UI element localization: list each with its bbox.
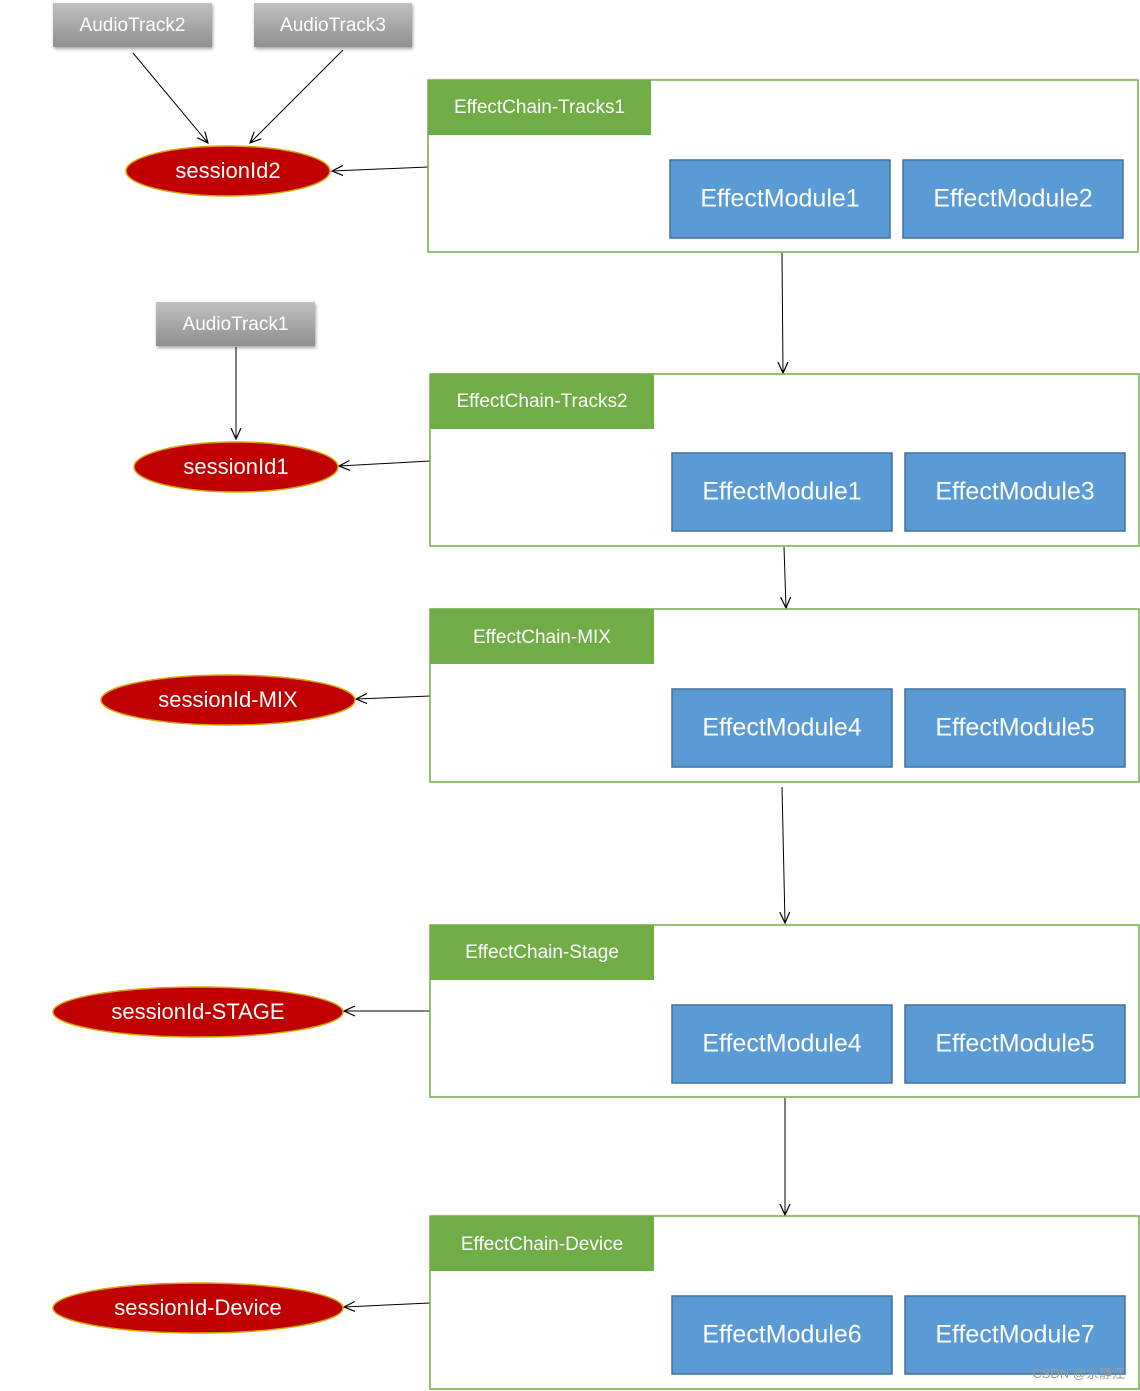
effect-chain-title: EffectChain-Device: [461, 1234, 623, 1255]
audio-track-3: AudioTrack3: [254, 3, 412, 47]
session-device: sessionId-Device: [52, 1282, 344, 1334]
effect-module-label: EffectModule3: [935, 478, 1094, 506]
effect-module: EffectModule2: [902, 159, 1124, 239]
arrow-tracks1-to-tracks2: [782, 252, 783, 373]
arrow-track2-to-session2: [132, 52, 208, 143]
effect-chain-title: EffectChain-Stage: [465, 942, 619, 963]
arrow-track3-to-session2: [250, 49, 344, 143]
session-ellipse: [125, 145, 331, 197]
audio-track-label: AudioTrack2: [80, 15, 186, 36]
effect-module-label: EffectModule2: [933, 185, 1092, 213]
audio-track-label: AudioTrack3: [280, 15, 386, 36]
effect-module-label: EffectModule5: [935, 714, 1094, 742]
session-mix: sessionId-MIX: [100, 674, 356, 726]
effect-chain-mix: EffectChain-MIX EffectModule4 EffectModu…: [429, 608, 1140, 783]
session-stage: sessionId-STAGE: [52, 986, 344, 1038]
audio-track-box: [254, 3, 412, 47]
effect-module: EffectModule7: [904, 1295, 1126, 1375]
effect-module-label: EffectModule5: [935, 1030, 1094, 1058]
effect-module-box: [904, 1295, 1126, 1375]
effect-chain-tracks2: EffectChain-Tracks2 EffectModule1 Effect…: [429, 373, 1140, 547]
arrow-device-to-session-device: [344, 1303, 431, 1307]
effect-module-box: [669, 159, 891, 239]
effect-module-box: [671, 452, 893, 532]
effect-module-label: EffectModule7: [935, 1321, 1094, 1349]
arrow-mix-to-stage: [782, 786, 785, 923]
arrow-mix-to-session-mix: [356, 696, 431, 699]
session-ellipse: [52, 1282, 344, 1334]
effect-module: EffectModule1: [671, 452, 893, 532]
effect-chain-header: [430, 374, 654, 429]
effect-module-label: EffectModule4: [702, 1030, 861, 1058]
effect-module-box: [671, 1295, 893, 1375]
effect-module-box: [904, 452, 1126, 532]
effect-module-label: EffectModule1: [700, 185, 859, 213]
session-label: sessionId2: [175, 158, 280, 183]
effect-module: EffectModule4: [671, 688, 893, 768]
session-label: sessionId-MIX: [158, 687, 298, 712]
effect-module: EffectModule3: [904, 452, 1126, 532]
effect-chain-stage: EffectChain-Stage EffectModule4 EffectMo…: [429, 924, 1140, 1098]
arrow-tracks1-to-session2: [332, 167, 429, 171]
audio-track-box: [53, 3, 212, 47]
effect-module: EffectModule6: [671, 1295, 893, 1375]
effect-module-box: [902, 159, 1124, 239]
effect-module-label: EffectModule1: [702, 478, 861, 506]
audio-track-2: AudioTrack2: [53, 3, 212, 47]
session-ellipse: [52, 986, 344, 1038]
arrow-tracks2-to-session1: [339, 461, 431, 466]
effect-module: EffectModule4: [671, 1004, 893, 1084]
effect-chain-header: [430, 925, 654, 980]
effect-chain-header: [430, 609, 654, 664]
audio-track-1: AudioTrack1: [156, 302, 315, 346]
connectors: [132, 49, 786, 1307]
session-label: sessionId-Device: [114, 1295, 282, 1320]
effect-module: EffectModule5: [904, 1004, 1126, 1084]
audio-track-label: AudioTrack1: [183, 314, 289, 335]
effect-module-box: [904, 688, 1126, 768]
session-2: sessionId2: [125, 145, 331, 197]
effect-chain-header: [430, 1216, 654, 1271]
effect-chain-device: EffectChain-Device EffectModule6 EffectM…: [429, 1215, 1140, 1390]
effect-module-box: [904, 1004, 1126, 1084]
effect-module-label: EffectModule4: [702, 714, 861, 742]
effect-module: EffectModule5: [904, 688, 1126, 768]
session-label: sessionId1: [183, 454, 288, 479]
session-ellipse: [133, 441, 339, 493]
arrow-tracks2-to-mix: [784, 546, 786, 608]
session-ellipse: [100, 674, 356, 726]
session-1: sessionId1: [133, 441, 339, 493]
watermark: CSDN @余静江: [1032, 1366, 1125, 1381]
effect-module-box: [671, 688, 893, 768]
audio-track-box: [156, 302, 315, 346]
effect-module-label: EffectModule6: [702, 1321, 861, 1349]
effect-module-box: [671, 1004, 893, 1084]
session-label: sessionId-STAGE: [111, 999, 284, 1024]
effect-chain-tracks1: EffectChain-Tracks1 EffectModule1 Effect…: [427, 79, 1139, 253]
effect-chain-header: [428, 80, 651, 135]
effect-module: EffectModule1: [669, 159, 891, 239]
effect-chain-title: EffectChain-Tracks1: [454, 97, 625, 118]
effect-chain-title: EffectChain-MIX: [473, 627, 611, 648]
effect-chain-title: EffectChain-Tracks2: [456, 391, 627, 412]
